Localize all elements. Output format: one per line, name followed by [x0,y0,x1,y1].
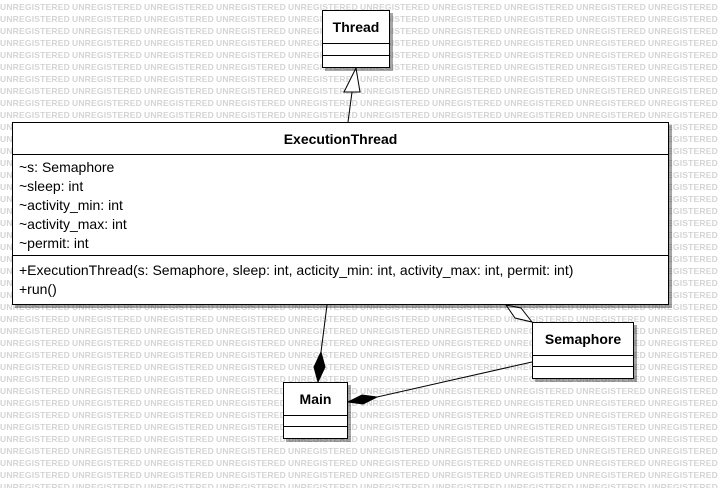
attribute-activity-min: ~activity_min: int [19,197,123,213]
aggregation-diamond-semaphore-execution [504,304,534,323]
class-main[interactable]: Main [283,382,348,439]
class-thread-operations [323,56,389,67]
class-thread-name: Thread [323,11,389,44]
composition-diamond-execution-main [313,350,326,384]
class-semaphore-operations [533,367,633,378]
composition-diamond-semaphore-main [346,394,379,405]
composition-line-semaphore-main [376,361,533,398]
class-execution-thread-attributes: ~s: Semaphore ~sleep: int ~activity_min:… [13,155,668,256]
class-execution-thread-name: ExecutionThread [13,123,668,155]
class-execution-thread[interactable]: ExecutionThread ~s: Semaphore ~sleep: in… [12,122,669,305]
class-semaphore-name: Semaphore [533,323,633,356]
operation-constructor: +ExecutionThread(s: Semaphore, sleep: in… [19,262,574,278]
generalization-arrowhead [343,66,361,93]
class-semaphore-attributes [533,356,633,367]
class-main-name: Main [284,383,347,416]
attribute-permit: ~permit: int [19,235,89,251]
attribute-s: ~s: Semaphore [19,159,115,175]
class-thread[interactable]: Thread [322,10,390,68]
composition-line-execution-main [320,304,328,353]
class-execution-thread-operations: +ExecutionThread(s: Semaphore, sleep: in… [13,256,668,299]
class-semaphore[interactable]: Semaphore [532,322,634,379]
attribute-activity-max: ~activity_max: int [19,216,127,232]
operation-run: +run() [19,281,57,297]
class-thread-attributes [323,44,389,56]
class-main-attributes [284,416,347,427]
class-main-operations [284,427,347,438]
attribute-sleep: ~sleep: int [19,178,84,194]
generalization-line [347,91,353,123]
